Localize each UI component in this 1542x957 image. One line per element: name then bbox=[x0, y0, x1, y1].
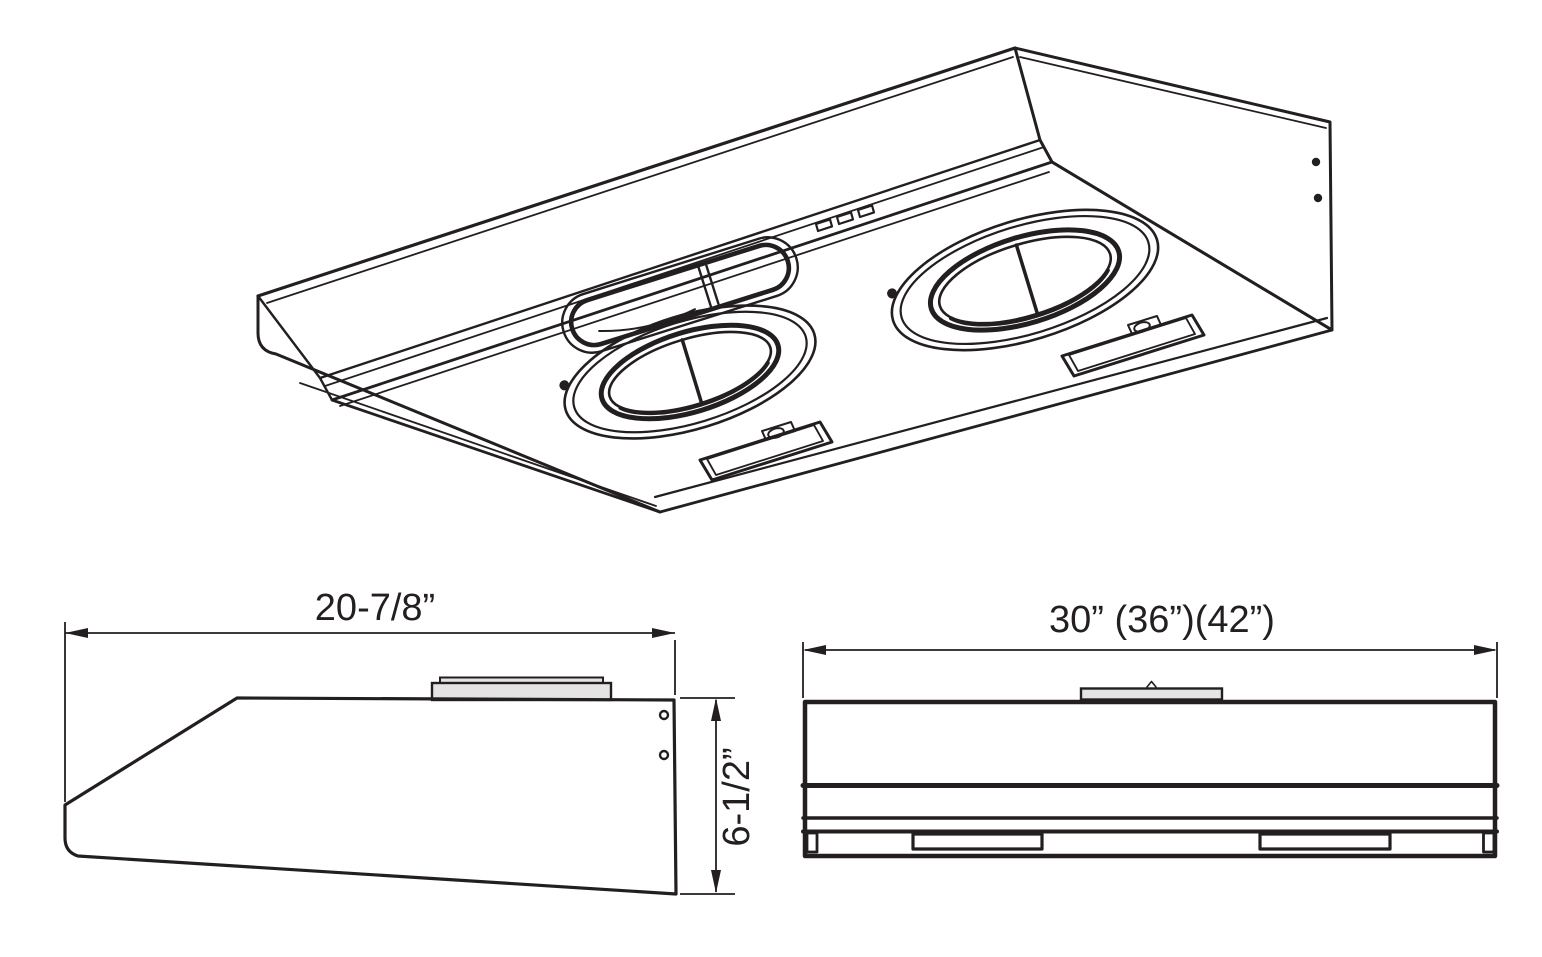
front-ridge-inner-line bbox=[266, 56, 1014, 304]
tray-latch-knob bbox=[767, 427, 785, 439]
rim-end-notch bbox=[805, 831, 819, 854]
tray-latch-knob bbox=[1133, 321, 1151, 333]
width-dimension-label: 30” (36”)(42”) bbox=[1049, 599, 1275, 641]
right-end-panel bbox=[1013, 46, 1334, 332]
screw-icon bbox=[1313, 193, 1323, 203]
left-hem-line bbox=[299, 382, 657, 507]
damper-pivot bbox=[887, 288, 898, 299]
right-end-panel-hem bbox=[1019, 56, 1327, 129]
damper-center-bar bbox=[1014, 243, 1040, 316]
control-button bbox=[856, 204, 876, 219]
screw-icon bbox=[658, 709, 670, 721]
front-view: 30” (36”)(42”) bbox=[800, 599, 1500, 859]
lip-top-line bbox=[318, 138, 1042, 380]
hood-body-outline bbox=[802, 699, 1498, 859]
front-hem-line bbox=[339, 171, 1050, 407]
hood-profile bbox=[63, 696, 678, 896]
isometric-view bbox=[256, 46, 1334, 514]
depth-dimension: 20-7/8” bbox=[64, 587, 676, 802]
filter-opening-inner-rim bbox=[568, 242, 792, 348]
depth-dimension-label: 20-7/8” bbox=[315, 587, 435, 629]
arrowhead-icon bbox=[711, 870, 721, 893]
fan-outer-rim bbox=[890, 208, 1160, 352]
tray-slot-left bbox=[911, 832, 1044, 851]
arrowhead-icon bbox=[1474, 645, 1497, 655]
screw-icon bbox=[658, 749, 670, 761]
damper-flap bbox=[948, 268, 1110, 327]
damper-center-bar bbox=[680, 338, 704, 405]
tray-latch bbox=[761, 421, 796, 441]
back-hem-line bbox=[653, 316, 1329, 499]
lip-top-inner-line bbox=[324, 146, 1045, 387]
side-view: 20-7/8” 6-1/2” bbox=[63, 587, 758, 896]
grease-tray-slot-right bbox=[1060, 313, 1206, 378]
filter-opening-divider bbox=[697, 264, 720, 309]
fan-mid-rim bbox=[899, 214, 1151, 346]
fan-mid-rim bbox=[572, 310, 808, 434]
rim-end-notch bbox=[1482, 831, 1496, 854]
tray-latch bbox=[1127, 315, 1162, 335]
control-buttons bbox=[814, 204, 876, 233]
arrowhead-icon bbox=[652, 628, 675, 638]
arrowhead-icon bbox=[711, 698, 721, 721]
screw-icon bbox=[1311, 157, 1321, 167]
damper-flap bbox=[618, 360, 770, 416]
width-dimension: 30” (36”)(42”) bbox=[802, 599, 1498, 698]
height-dimension: 6-1/2” bbox=[680, 697, 758, 895]
duct-collar-center-tick bbox=[1146, 680, 1157, 688]
left-end-cap-edge bbox=[256, 294, 334, 402]
tray-slot-right bbox=[1258, 832, 1392, 851]
left-tip-edge bbox=[256, 294, 662, 514]
filter-opening-outer-rim bbox=[561, 236, 799, 354]
control-button bbox=[814, 218, 834, 233]
damper-pivot bbox=[559, 380, 570, 391]
control-button bbox=[835, 211, 855, 226]
fan-outer-rim bbox=[563, 304, 817, 440]
arrowhead-icon bbox=[65, 628, 88, 638]
duct-collar bbox=[1079, 687, 1224, 701]
fan-opening-right bbox=[887, 208, 1160, 352]
bottom-face bbox=[330, 160, 1334, 514]
fan-opening-left bbox=[559, 304, 817, 440]
arrowhead-icon bbox=[803, 645, 826, 655]
height-dimension-label: 6-1/2” bbox=[716, 747, 758, 846]
front-ridge-line bbox=[256, 46, 1017, 298]
fan-duct-hole bbox=[927, 227, 1123, 333]
fan-duct-hole bbox=[598, 322, 782, 422]
grease-tray-slot-left bbox=[698, 420, 834, 482]
